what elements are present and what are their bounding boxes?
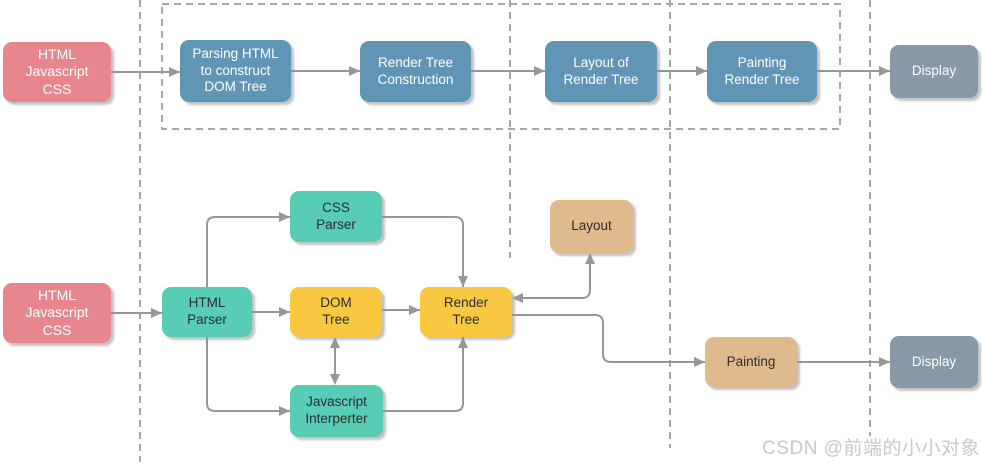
node-render-tree: Render Tree (420, 287, 512, 337)
arrow-html-parser-to-js-interpreter (206, 337, 290, 416)
node-display-bottom: Display (890, 336, 978, 388)
node-source-bottom: HTML Javascript CSS (3, 283, 111, 343)
node-parsing-html: Parsing HTML to construct DOM Tree (180, 40, 291, 102)
node-layout: Layout (550, 200, 633, 253)
node-render-tree-construction: Render Tree Construction (360, 41, 471, 102)
node-painting-render-tree: Painting Render Tree (707, 41, 817, 102)
arrowhead-into-render-tree-right (512, 293, 523, 303)
watermark: CSDN @前端的小小对象 (762, 438, 980, 459)
arrow-js-interpreter-to-render-tree (383, 337, 468, 412)
node-html-parser: HTML Parser (162, 287, 252, 337)
node-dom-tree: DOM Tree (290, 287, 382, 337)
node-display-top: Display (890, 45, 978, 98)
arrowhead-into-layout-bottom (585, 253, 595, 264)
node-layout-of-render-tree: Layout of Render Tree (545, 41, 657, 102)
arrowhead-into-js-interpreter (330, 374, 340, 385)
node-css-parser: CSS Parser (290, 191, 382, 242)
arrowhead-into-dom-tree (330, 337, 340, 348)
arrow-css-parser-to-render-tree (382, 216, 468, 287)
node-painting: Painting (705, 337, 797, 387)
arrow-html-parser-to-css-parser (206, 212, 290, 287)
dashed-frame-top-pipeline (161, 3, 841, 130)
node-source-top: HTML Javascript CSS (3, 42, 111, 102)
node-js-interpreter: Javascript Interperter (290, 385, 383, 437)
arrow-render-tree-to-painting (512, 314, 705, 367)
arrow-render-tree-layout-bidirectional (516, 262, 591, 299)
